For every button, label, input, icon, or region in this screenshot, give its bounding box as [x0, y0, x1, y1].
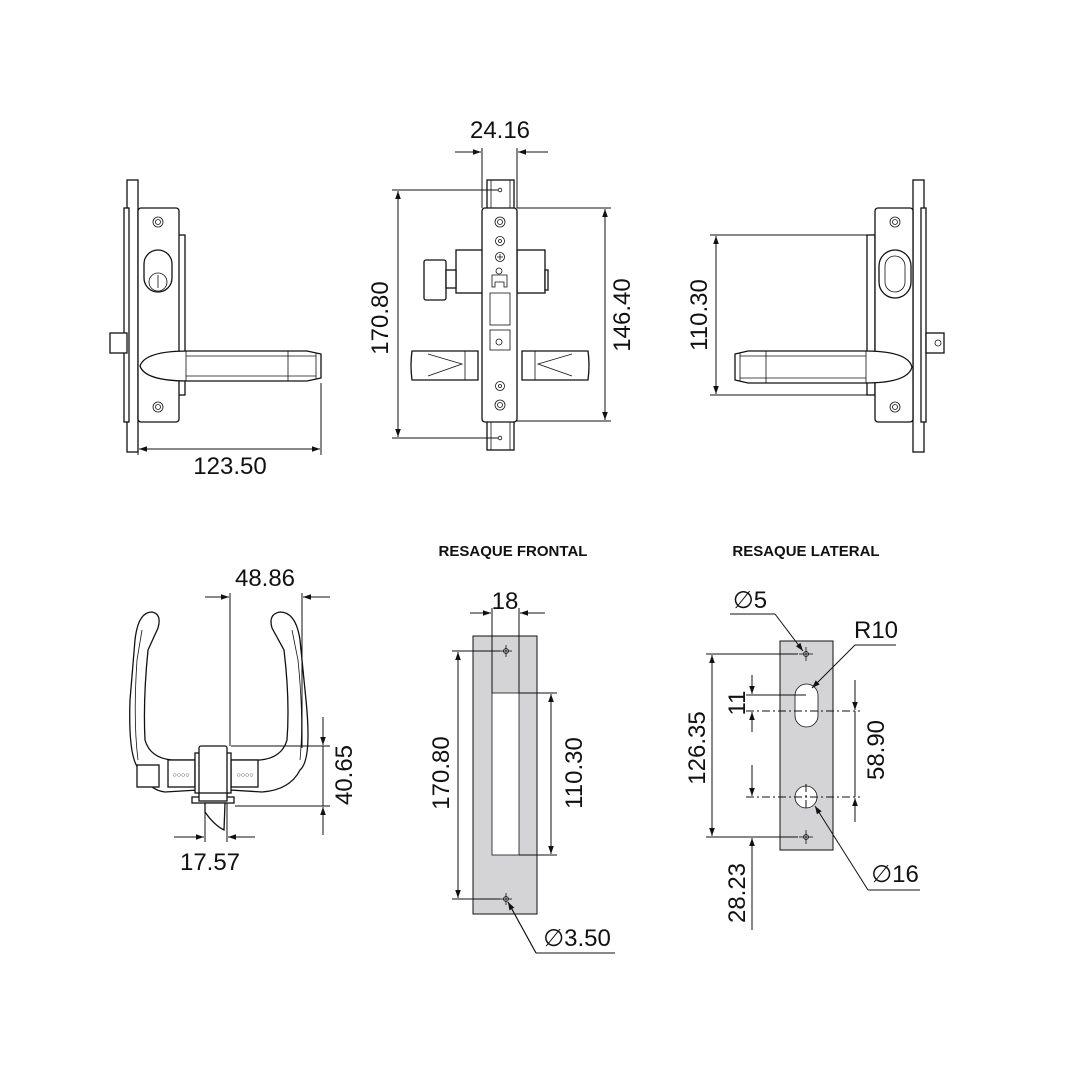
- cylinder-right: [516, 249, 546, 294]
- lever-handle: [734, 350, 913, 384]
- hole-dim-label: ∅5: [733, 587, 767, 614]
- height-dim-label: 170.80: [428, 736, 455, 809]
- escutcheon: [137, 207, 180, 423]
- side-view-left: 123.50: [109, 179, 322, 480]
- screw-icon: [152, 216, 164, 228]
- lever-handle: [139, 350, 322, 382]
- cylinder-escutcheon: [143, 249, 173, 293]
- slot-height-dim-label: 110.30: [561, 737, 588, 809]
- svg-text:○○○○: ○○○○: [173, 772, 190, 779]
- hole-dim-label: ∅3.50: [543, 925, 611, 952]
- cutout-plate: [779, 640, 834, 851]
- screw-icon: [152, 401, 164, 413]
- projection-dim-label: 48.86: [235, 565, 295, 592]
- slot: [794, 683, 819, 728]
- thumb-turn-knob: [423, 259, 447, 301]
- cylinder-offset-dim-label: 58.90: [863, 720, 890, 780]
- latch-bolt: [109, 332, 128, 354]
- thumb-turn: [136, 764, 160, 788]
- lever-left: [410, 350, 479, 381]
- resaque-lateral: RESAQUE LATERAL ∅5 R10 11 126.35 58.90 2…: [684, 543, 920, 930]
- escutcheon: [874, 207, 914, 423]
- side-view-right: 110.30: [686, 179, 945, 453]
- cylinder-hole-dim-label: ∅16: [871, 861, 919, 888]
- inner-plate: [123, 207, 130, 423]
- deadbolt-slot: [489, 292, 511, 326]
- faceplate: [481, 207, 518, 423]
- faceplate-height-dim-label: 146.40: [609, 278, 636, 351]
- thumb-turn-escutcheon: [878, 249, 912, 299]
- slot: [491, 692, 520, 856]
- bottom-offset-dim-label: 28.23: [724, 863, 751, 923]
- lever-right: [521, 350, 590, 381]
- cylinder-left: [455, 249, 484, 294]
- rose-right: [230, 759, 259, 788]
- resaque-lateral-title: RESAQUE LATERAL: [732, 543, 879, 560]
- latch-bolt: [204, 802, 226, 832]
- radius-dim-label: R10: [854, 617, 898, 644]
- front-view: 24.16 170.80 146.40: [367, 117, 636, 451]
- overall-height-dim-label: 170.80: [367, 281, 394, 354]
- keyhole-icon: [148, 272, 168, 292]
- hole-spacing-dim-label: 126.35: [684, 711, 711, 784]
- top-view: ○○○○ ○○○○ 48.86 40.65 17.57: [129, 565, 358, 876]
- svg-text:○○○○: ○○○○: [237, 772, 254, 779]
- depth-dim-label: 40.65: [331, 745, 358, 805]
- faceplate-width-dim-label: 24.16: [470, 117, 530, 144]
- width-dim-label: 18: [492, 588, 519, 615]
- width-dim-label: 123.50: [193, 453, 266, 480]
- resaque-frontal-title: RESAQUE FRONTAL: [439, 543, 588, 560]
- latch-width-dim-label: 17.57: [180, 849, 240, 876]
- resaque-frontal: RESAQUE FRONTAL 18 170.80 110.30 ∅3.50: [428, 543, 615, 954]
- lock-body: [198, 745, 228, 797]
- latch-slot: [489, 329, 511, 351]
- latch-icon: [491, 274, 508, 288]
- screw-icon: [495, 252, 505, 262]
- slot-dim-label: 11: [724, 691, 751, 716]
- cylinder-height-dim-label: 110.30: [686, 279, 713, 351]
